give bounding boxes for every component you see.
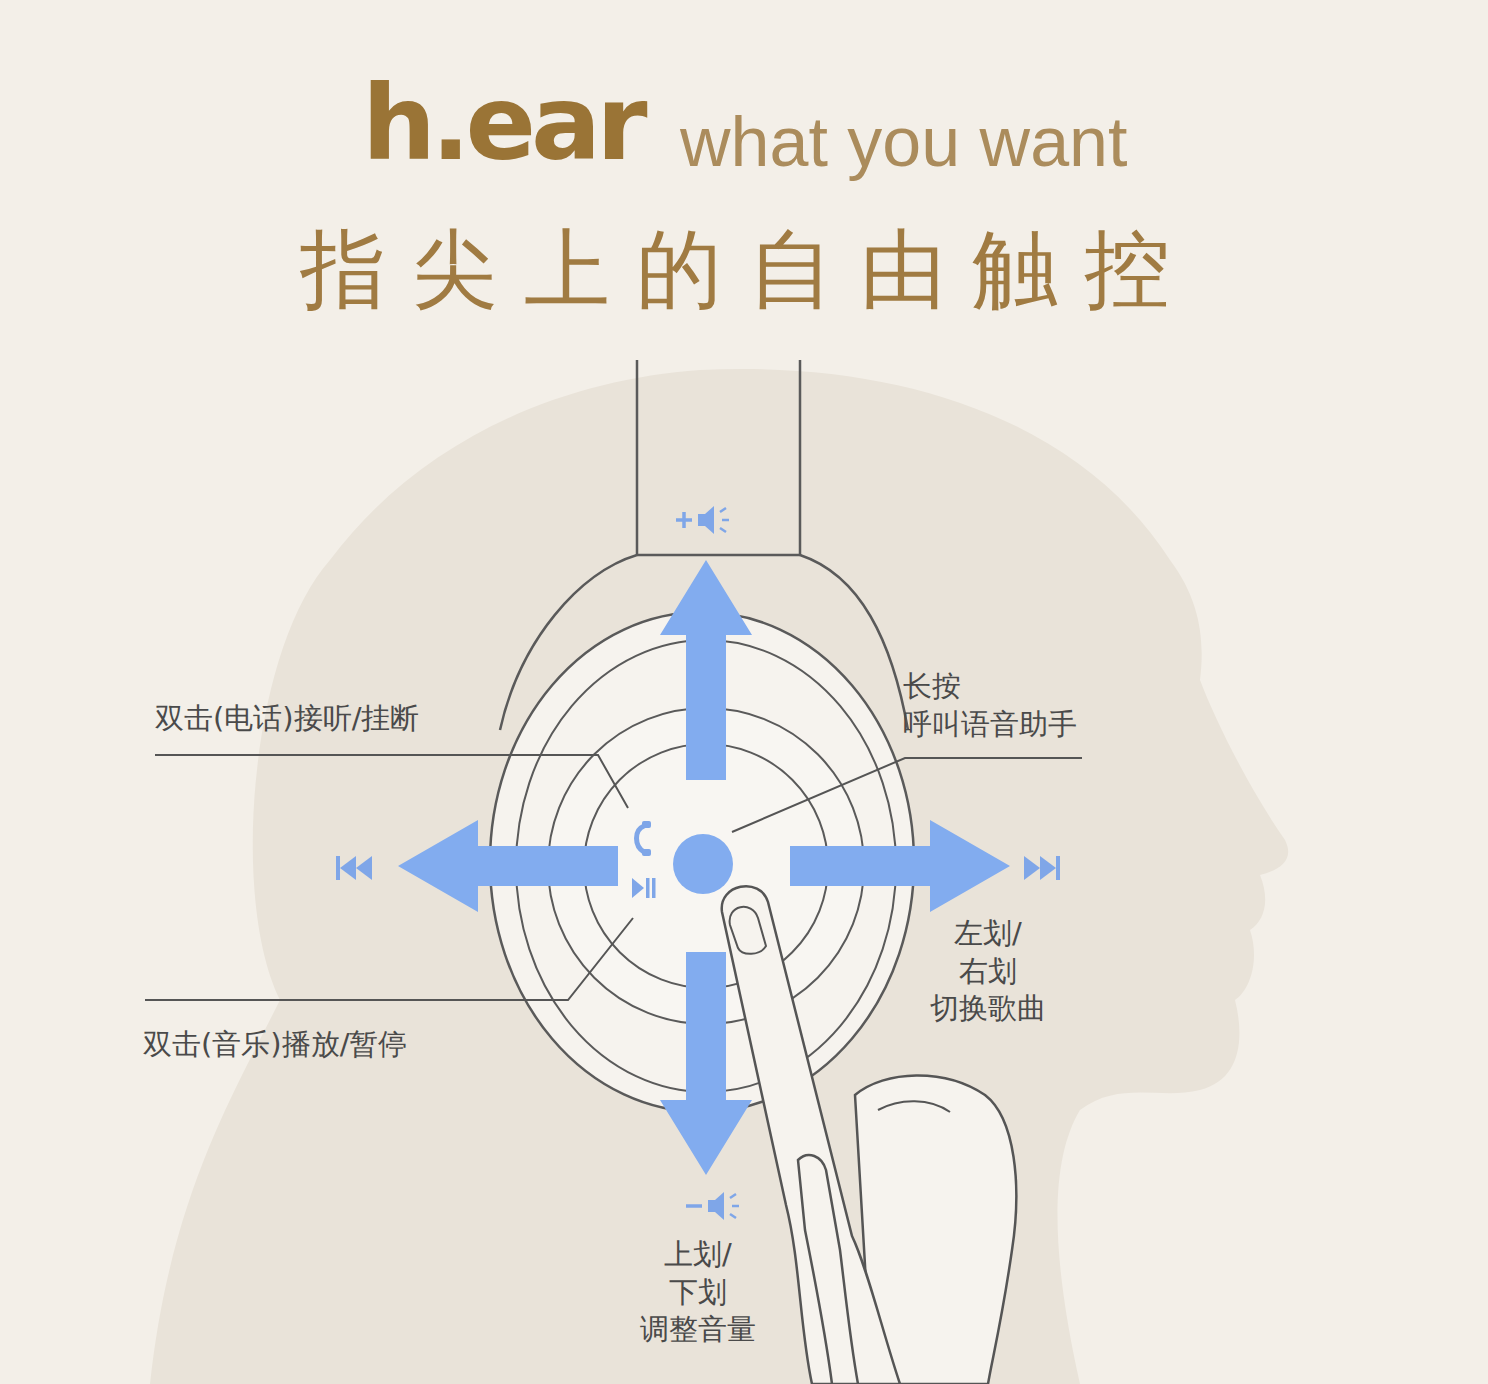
previous-track-icon [336, 856, 372, 880]
volume-up-icon [676, 506, 729, 534]
callout-label: 左划/右划 切换歌曲 [930, 915, 1046, 1028]
play-pause-icon [632, 878, 656, 898]
page-title: 指尖上的自由触控 [300, 220, 1196, 319]
callout-label: 双击(音乐)播放/暂停 [143, 1026, 407, 1064]
head-silhouette [150, 369, 1288, 1384]
callout-label: 上划/下划 调整音量 [640, 1236, 756, 1349]
volume-down-icon [686, 1192, 739, 1220]
brand-logo: h.ear [362, 66, 643, 180]
leader-lines [145, 755, 1082, 1000]
phone-icon [637, 821, 652, 856]
callout-label: 长按 呼叫语音助手 [903, 668, 1077, 743]
brand-slogan: what you want [680, 104, 1127, 181]
callout-label: 双击(电话)接听/挂断 [155, 700, 419, 738]
next-track-icon [1024, 856, 1060, 880]
